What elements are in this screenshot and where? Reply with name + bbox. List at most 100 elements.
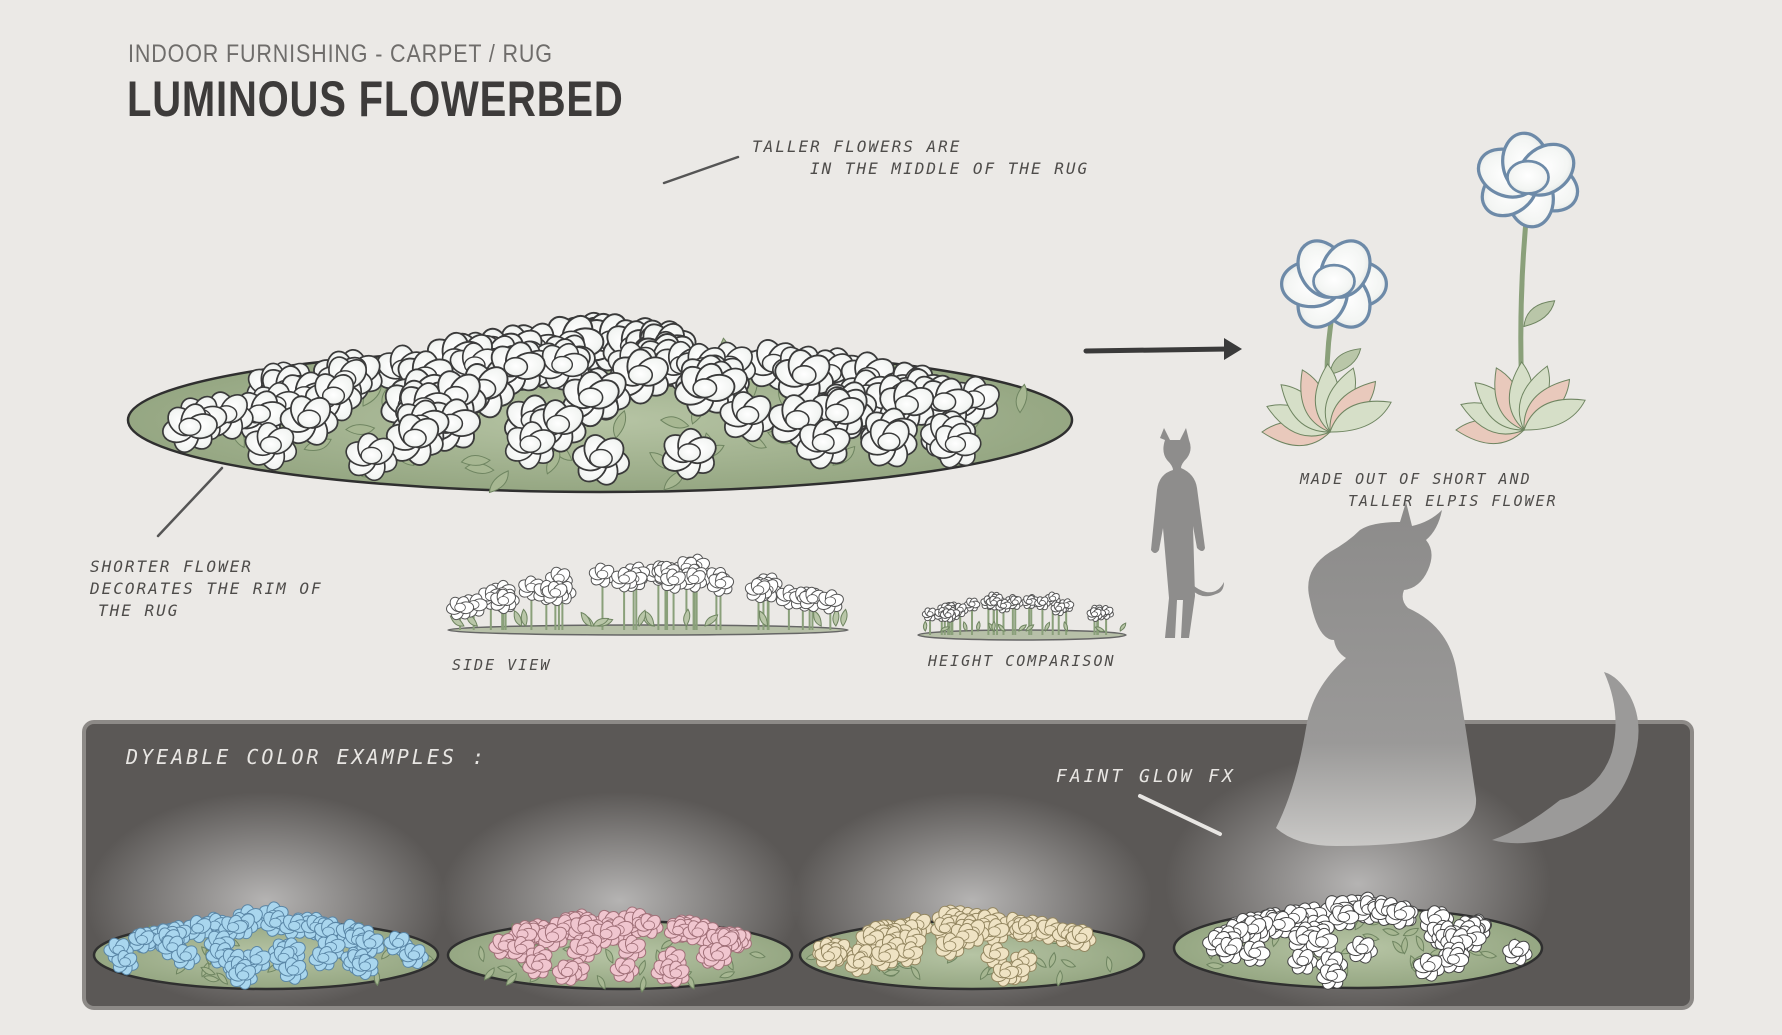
leader-line-shorter: [156, 466, 224, 538]
leaf: [1056, 969, 1063, 987]
leaf: [637, 609, 647, 627]
leaf: [683, 608, 691, 627]
category-label: INDOOR FURNISHING - CARPET / RUG: [128, 40, 553, 68]
flower: [228, 962, 258, 990]
flower: [111, 949, 139, 976]
flower: [816, 589, 844, 615]
flower: [551, 959, 583, 986]
leaf: [962, 621, 968, 632]
flower: [706, 571, 735, 597]
leaf: [1015, 383, 1028, 414]
flower: [588, 562, 617, 588]
flower: [1437, 947, 1470, 974]
rug-height-comparison: [917, 591, 1127, 641]
leaf: [1048, 951, 1057, 969]
leaf: [580, 611, 592, 627]
flower: [719, 391, 776, 443]
leaf: [1044, 621, 1051, 632]
leaf: [759, 610, 768, 627]
arrow-right-icon: [1083, 338, 1242, 360]
leaf: [1362, 933, 1380, 942]
flower: [398, 943, 429, 970]
flower: [674, 362, 736, 417]
leaf: [488, 470, 509, 494]
flower: [504, 421, 556, 470]
flower: [663, 918, 692, 944]
leaf: [991, 620, 996, 632]
flower: [161, 403, 218, 454]
flower: [170, 943, 201, 971]
leaf: [1105, 955, 1113, 973]
dyeable-heading: DYEABLE COLOR EXAMPLES :: [126, 745, 487, 769]
flower: [385, 413, 444, 466]
label-height-comparison: HEIGHT COMPARISON: [928, 652, 1116, 670]
short-elpis-flower: [1261, 239, 1392, 447]
leaf: [216, 972, 229, 985]
flower: [1305, 927, 1339, 958]
flower: [128, 927, 156, 954]
flower: [1238, 940, 1271, 967]
leaf: [596, 975, 606, 990]
flower: [634, 913, 664, 939]
flower: [244, 421, 298, 471]
leaf: [483, 967, 495, 981]
flower: [1279, 239, 1389, 329]
rug-cream-variant: [791, 791, 1153, 1010]
leaf: [203, 975, 220, 983]
leaf: [605, 948, 614, 964]
flower: [980, 942, 1010, 969]
flower: [963, 597, 981, 612]
sitting-character-silhouette: [1276, 502, 1477, 846]
flower: [537, 923, 568, 952]
flower: [1287, 948, 1319, 975]
flower: [522, 953, 553, 980]
sitting-character-tail: [1492, 672, 1639, 844]
leaf: [1025, 624, 1035, 632]
leaf: [719, 971, 736, 979]
flower: [844, 951, 873, 978]
flower: [1086, 607, 1103, 622]
flower: [279, 395, 339, 446]
leaf: [496, 965, 514, 973]
leaf: [1402, 927, 1419, 937]
leaf: [704, 614, 719, 627]
note-taller-flowers: TALLER FLOWERS ARE IN THE MIDDLE OF THE …: [752, 137, 1090, 178]
leaf: [976, 620, 981, 632]
glow-fx-label: FAINT GLOW FX: [1056, 766, 1236, 787]
flower: [609, 957, 640, 983]
leaf: [1094, 626, 1106, 632]
leaf: [505, 972, 517, 986]
flower: [308, 945, 338, 972]
flower: [1011, 917, 1039, 943]
flower: [660, 568, 687, 594]
flower: [1385, 900, 1416, 930]
flower: [1316, 963, 1347, 990]
leaf: [1119, 622, 1127, 632]
flower: [702, 942, 733, 971]
flower: [1065, 925, 1097, 952]
leaf: [639, 975, 647, 993]
page-title: LUMINOUS FLOWERBED: [127, 71, 624, 127]
flower: [618, 934, 647, 963]
leaf: [748, 951, 766, 959]
leaf: [1205, 962, 1225, 970]
leaf: [1523, 300, 1556, 328]
flower: [345, 432, 398, 482]
flower: [1413, 952, 1445, 982]
leaf: [1523, 398, 1586, 431]
flower: [490, 588, 517, 615]
flower: [571, 434, 630, 486]
flower: [680, 567, 707, 593]
flower: [1502, 938, 1533, 966]
flower: [869, 943, 900, 972]
flower: [611, 567, 638, 593]
note-made-of: MADE OUT OF SHORT AND TALLER ELPIS FLOWE…: [1300, 470, 1558, 510]
leaf: [659, 416, 690, 429]
tall-elpis-flower: [1455, 131, 1586, 445]
leaf: [1401, 936, 1408, 955]
flower: [568, 914, 600, 944]
flower: [795, 418, 851, 470]
leaf: [840, 608, 848, 627]
flower: [929, 422, 982, 469]
